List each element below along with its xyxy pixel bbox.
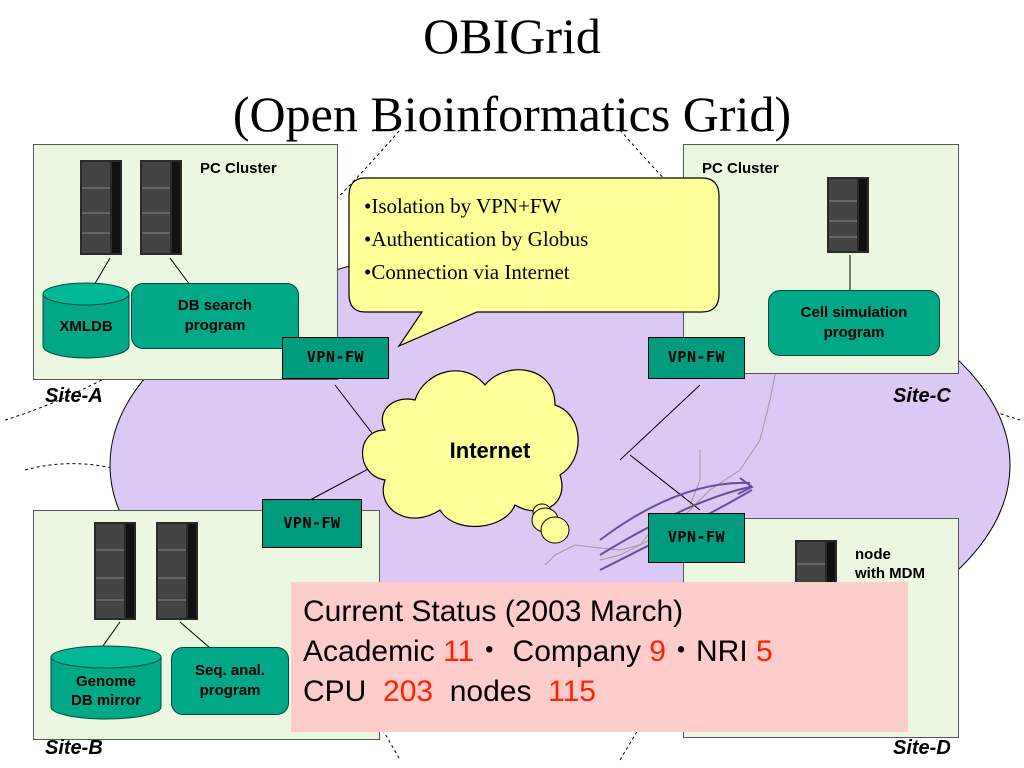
title-line-2: (Open Bioinformatics Grid) [232,86,792,142]
seq-anal-program-box: Seq. anal. program [171,647,289,715]
status-resource-counts: CPU 203 nodes 115 [303,675,596,708]
site-b-servers-icon [94,522,198,620]
xmldb-cylinder-icon [42,282,130,359]
status-org-counts: Academic 11・ Company 9・NRI 5 [303,635,773,668]
vpn-fw-box-site-d: VPN-FW [648,513,745,563]
site-c-label: Site-C [893,385,951,407]
genome-db-label: Genome DB mirror [70,673,141,709]
status-title: Current Status (2003 March) [303,595,684,628]
site-b-label: Site-B [45,737,103,759]
current-status-box: Current Status (2003 March) Academic 11・… [291,582,908,732]
site-c-cluster-label: PC Cluster [702,160,779,177]
nri-count: 5 [755,635,773,668]
academic-count: 11 [443,635,475,668]
callout-item: •Isolation by VPN+FW [364,194,562,218]
site-c-server-icon [827,177,869,253]
cpu-count: 203 [383,675,434,708]
site-d-node-label: node with MDM [855,546,925,582]
internet-cloud-icon [362,369,579,544]
cell-simulation-program-box: Cell simulation program [768,290,940,356]
site-a-servers-icon [80,160,182,255]
internet-label: Internet [449,438,531,463]
genome-db-cylinder-icon [50,645,162,720]
nodes-count: 115 [548,675,596,708]
vpn-fw-box-site-b: VPN-FW [262,499,362,548]
callout-text: •Isolation by VPN+FW •Authentication by … [364,190,588,289]
callout-bubble-shape [348,177,720,348]
db-search-program-box: DB search program [131,283,299,349]
vpn-fw-box-site-a: VPN-FW [282,337,389,379]
vpn-fw-box-site-c: VPN-FW [648,337,745,379]
company-count: 9 [649,635,666,668]
site-d-label: Site-D [893,737,951,759]
title-line-1: OBIGrid [423,8,601,64]
callout-item: •Authentication by Globus [364,227,589,251]
xmldb-label: XMLDB [59,318,113,335]
callout-item: •Connection via Internet [364,260,570,284]
site-a-cluster-label: PC Cluster [200,160,277,177]
site-a-label: Site-A [45,385,103,407]
